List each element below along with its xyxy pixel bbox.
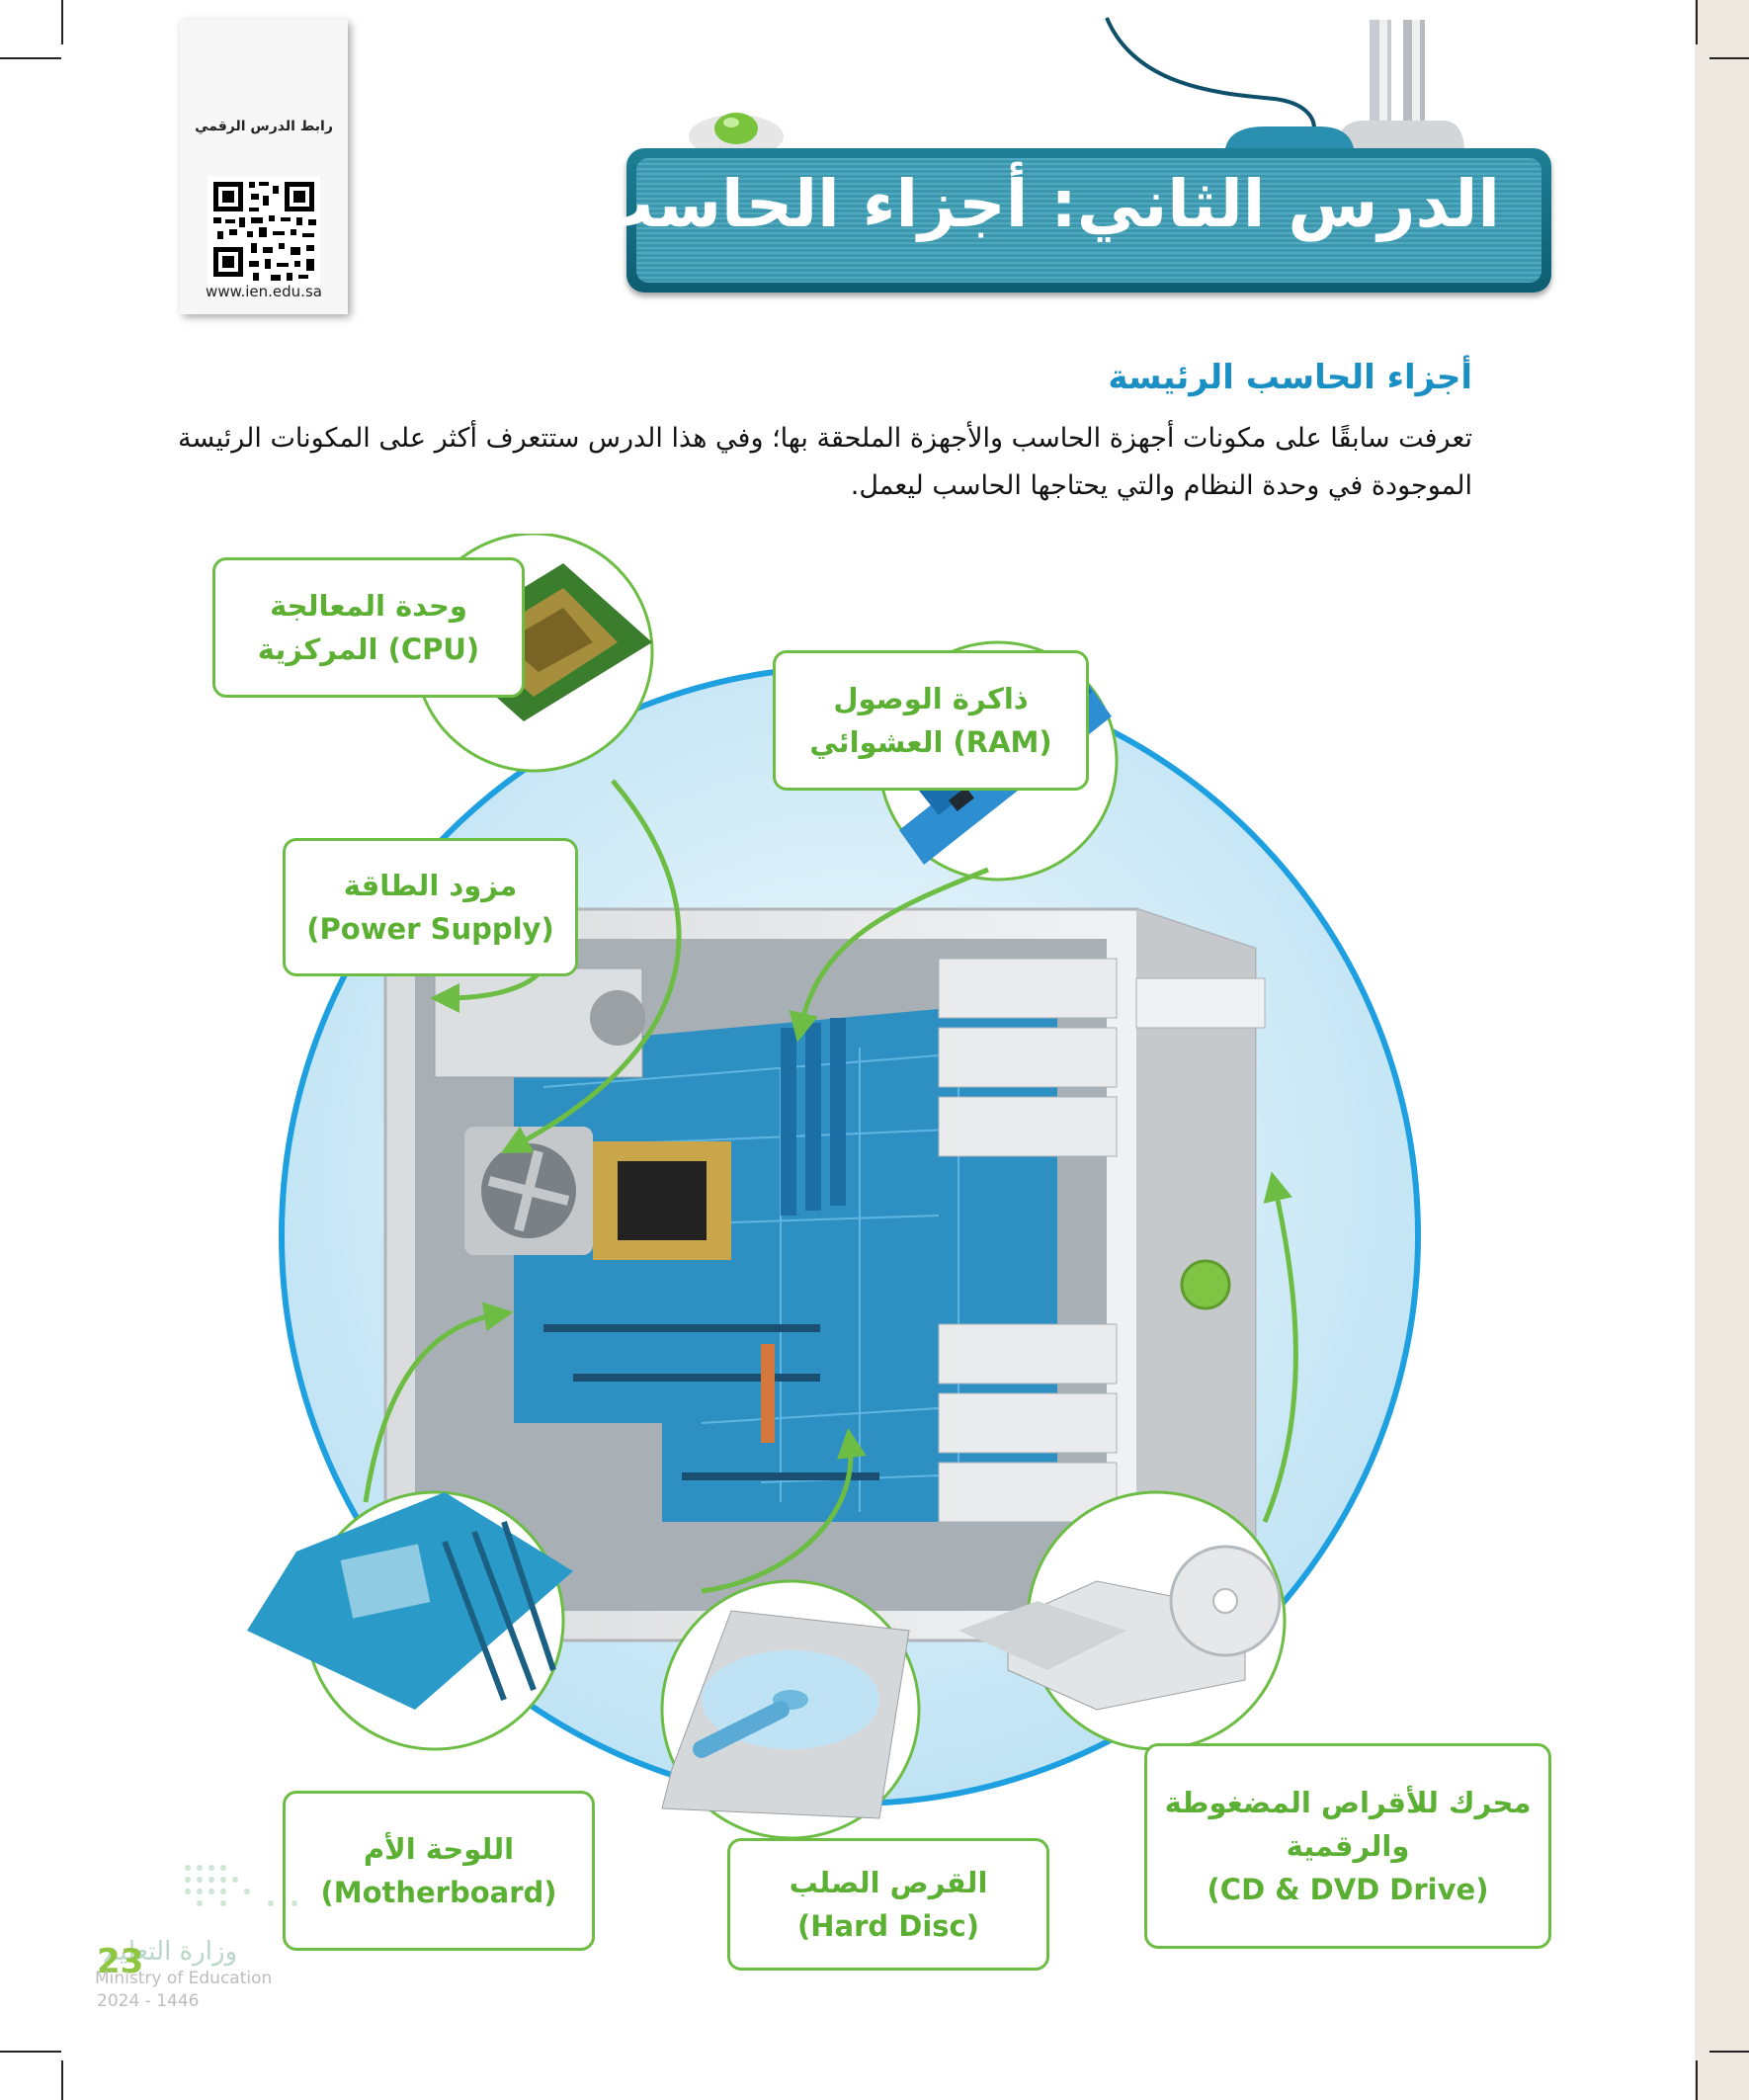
dvd-drive-label: محرك للأقراص المضغوطة والرقمية (CD & DVD…	[1144, 1743, 1551, 1949]
motherboard-photo-circle	[247, 1492, 573, 1749]
crop-mark	[61, 2060, 63, 2100]
harddisk-label-line2: (Hard Disc)	[797, 1904, 979, 1948]
dvd-drive-label-line1: محرك للأقراص المضغوطة	[1165, 1781, 1532, 1824]
lesson-title: الدرس الثاني: أجزاء الحاسب	[588, 166, 1500, 242]
ministry-logo-dots-icon	[178, 1858, 356, 1917]
lesson-title-banner: الدرس الثاني: أجزاء الحاسب	[626, 148, 1551, 293]
crop-mark	[0, 2051, 61, 2053]
harddisk-label-line1: القرص الصلب	[790, 1861, 988, 1904]
power-supply-label-line1: مزود الطاقة	[344, 864, 518, 907]
page-edge-strip	[1695, 0, 1749, 2100]
crop-mark	[1696, 0, 1698, 44]
crop-mark	[1709, 2051, 1749, 2053]
cpu-label-line2: المركزية (CPU)	[258, 628, 479, 671]
crop-mark	[61, 0, 63, 44]
harddisk-label: القرص الصلب (Hard Disc)	[727, 1838, 1049, 1971]
cpu-label-line1: وحدة المعالجة	[270, 584, 467, 628]
qr-code-icon	[200, 148, 328, 296]
cpu-label: وحدة المعالجة المركزية (CPU)	[212, 557, 525, 698]
intro-paragraph: تعرفت سابقًا على مكونات أجهزة الحاسب وال…	[178, 415, 1472, 510]
qr-card[interactable]: رابط الدرس الرقمي www.ien.edu.sa	[180, 20, 348, 314]
power-supply-label: مزود الطاقة (Power Supply)	[283, 838, 578, 976]
crop-mark	[1696, 2060, 1698, 2100]
qr-label: رابط الدرس الرقمي	[180, 119, 348, 134]
power-supply-label-line2: (Power Supply)	[306, 907, 553, 951]
crop-mark	[1709, 57, 1749, 59]
dvd-drive-label-line3: (CD & DVD Drive)	[1208, 1868, 1489, 1911]
banner-cable-decoration	[672, 0, 1561, 158]
section-heading: أجزاء الحاسب الرئيسة	[1108, 358, 1472, 397]
ram-label-line1: ذاكرة الوصول	[833, 677, 1028, 720]
ram-label: ذاكرة الوصول العشوائي (RAM)	[773, 650, 1089, 791]
edition-year: 2024 - 1446	[97, 1991, 199, 2011]
harddisk-photo-circle	[662, 1581, 919, 1838]
ram-label-line2: العشوائي (RAM)	[809, 720, 1051, 764]
crop-mark	[0, 57, 61, 59]
ministry-name-en: Ministry of Education	[95, 1969, 272, 1988]
motherboard-label-line2: (Motherboard)	[320, 1871, 556, 1914]
dvd-drive-label-line2: والرقمية	[1287, 1824, 1410, 1868]
qr-url: www.ien.edu.sa	[180, 283, 348, 300]
motherboard-label-line1: اللوحة الأم	[364, 1827, 514, 1871]
